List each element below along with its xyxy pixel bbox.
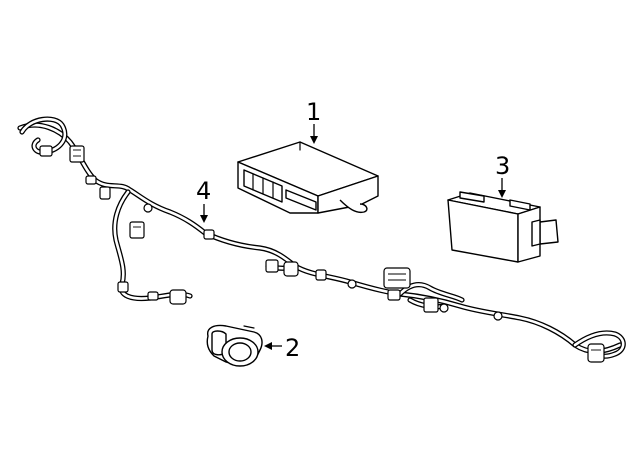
wiring-harness (17, 116, 626, 363)
harness-connectors-right (383, 267, 605, 363)
harness-connector-drop (117, 221, 187, 305)
harness-clips-center (143, 203, 357, 289)
callout-4: 4 (196, 177, 211, 223)
harness-connector-left-end (69, 145, 85, 163)
sensor-module (447, 191, 559, 263)
callout-3-label: 3 (495, 152, 510, 180)
control-module (237, 141, 379, 214)
callout-1: 1 (306, 98, 321, 144)
callout-1-label: 1 (306, 98, 321, 126)
parking-sensor (206, 324, 263, 367)
callout-2: 2 (264, 334, 300, 362)
callout-2-label: 2 (285, 334, 300, 362)
harness-connector-left-top (39, 145, 111, 200)
callout-4-label: 4 (196, 177, 211, 205)
callout-3: 3 (495, 152, 510, 198)
